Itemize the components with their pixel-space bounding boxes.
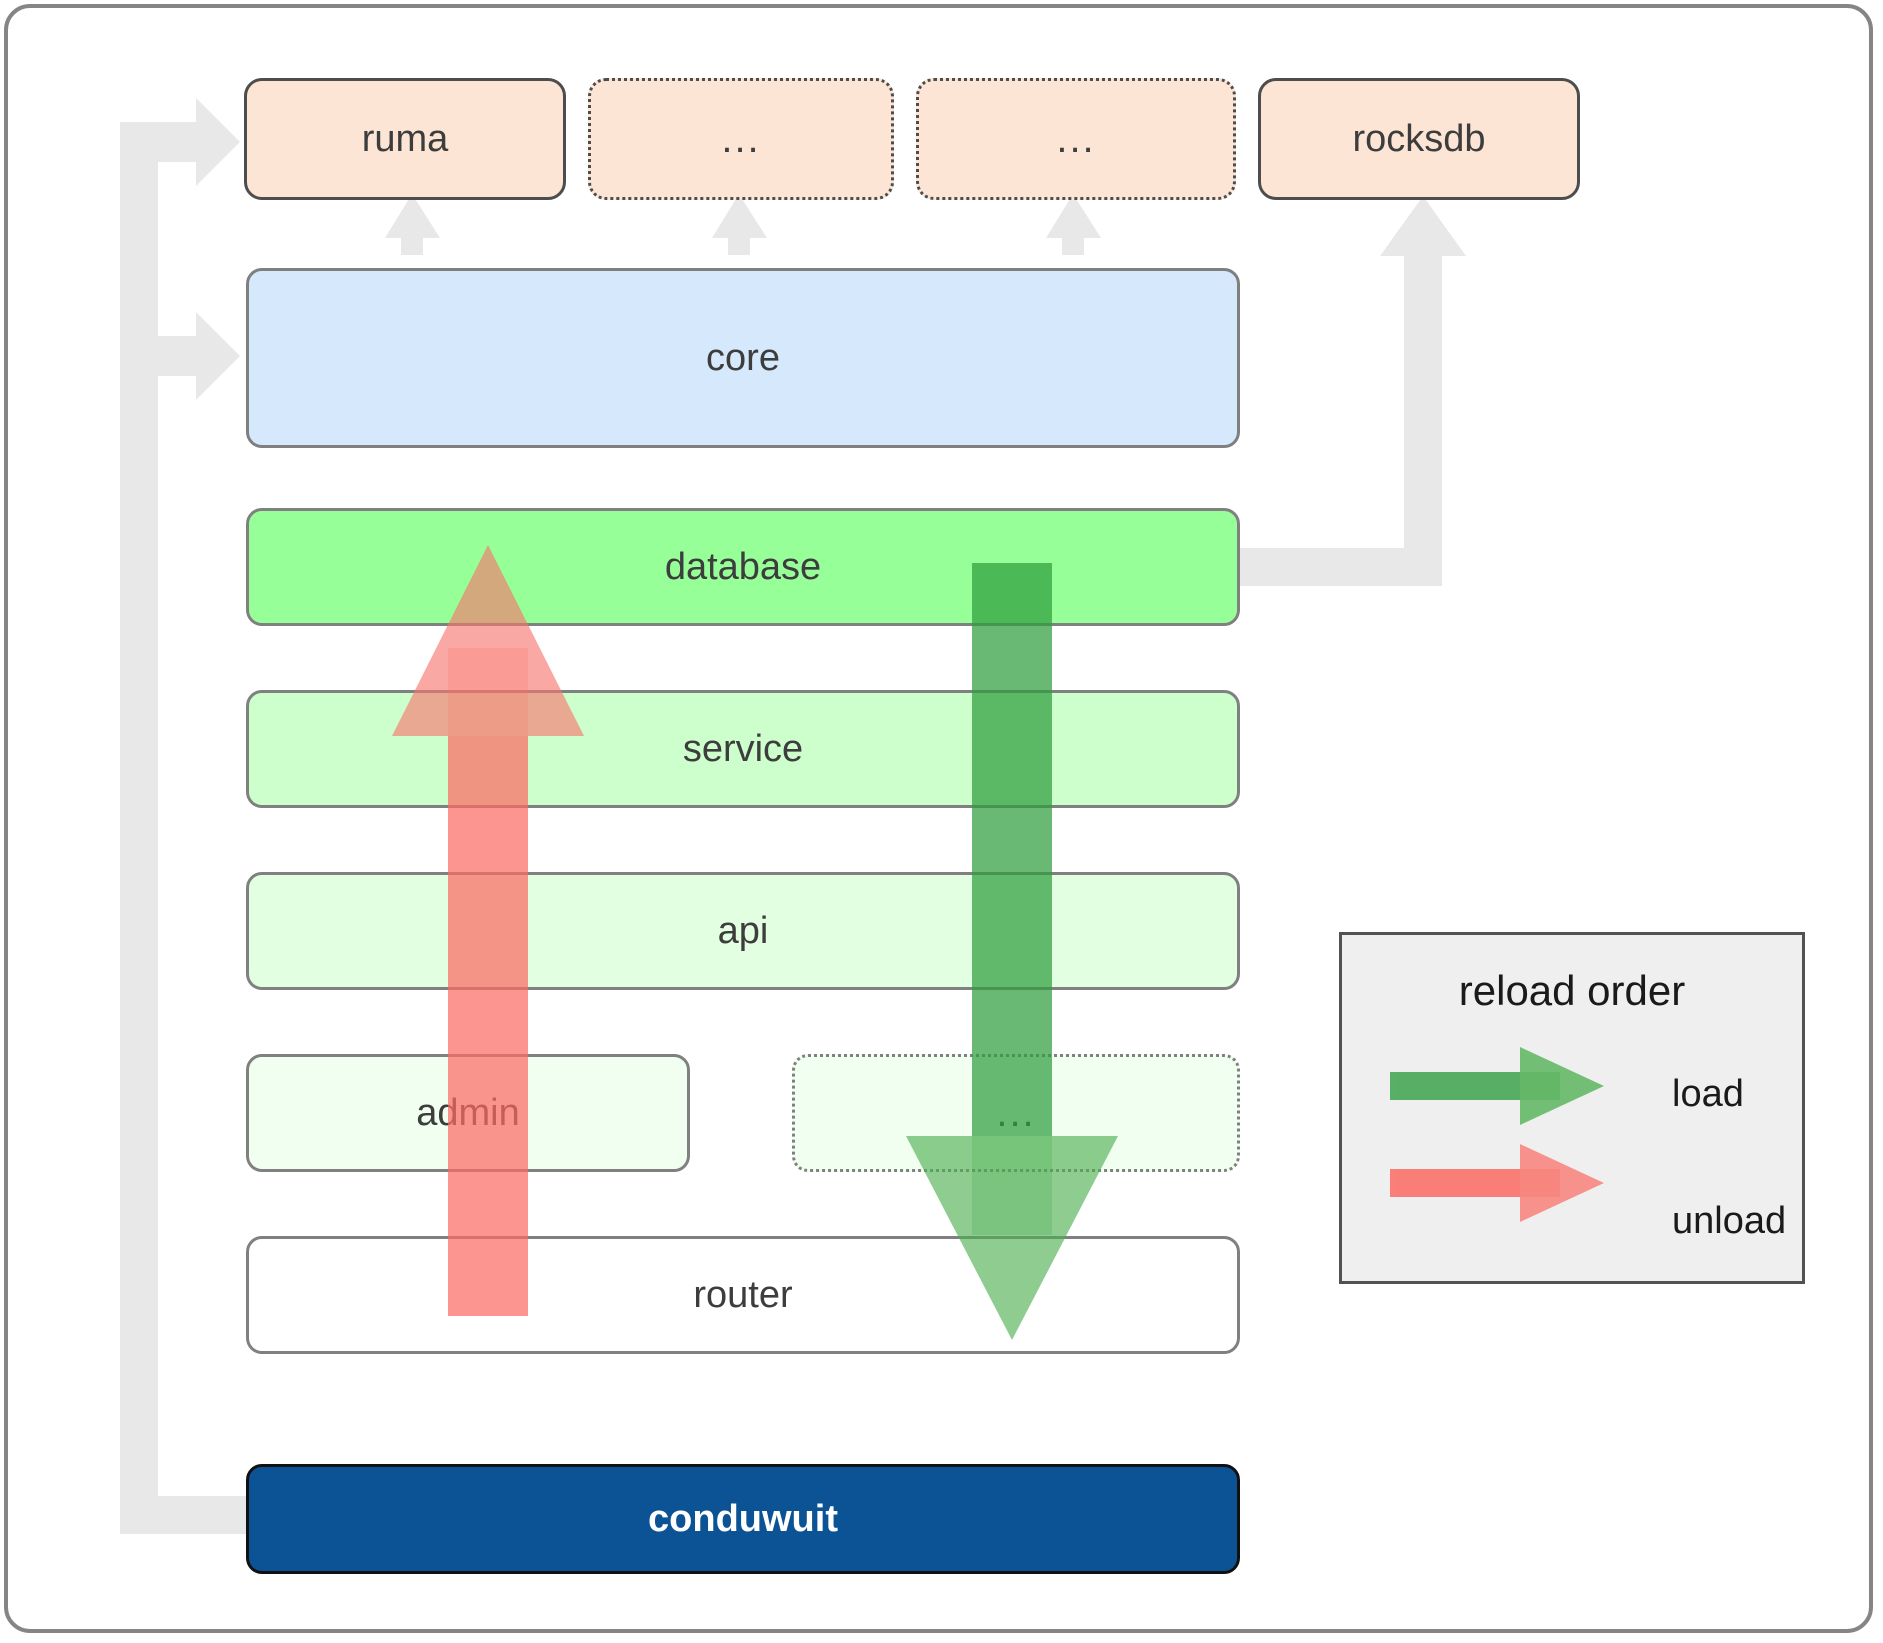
- dependency-box-ellipsis-2[interactable]: ...: [916, 78, 1236, 200]
- brand-label: conduwuit: [648, 1497, 838, 1540]
- dependency-label: ...: [721, 117, 761, 161]
- layer-box-admin[interactable]: admin: [246, 1054, 690, 1172]
- legend-load-arrow-icon: [1390, 1047, 1604, 1125]
- dependency-box-rocksdb[interactable]: rocksdb: [1258, 78, 1580, 200]
- layer-box-ellipsis[interactable]: ...: [792, 1054, 1240, 1172]
- layer-label: database: [664, 545, 822, 588]
- legend-label-unload: unload: [1672, 1200, 1787, 1242]
- dependency-box-ellipsis-1[interactable]: ...: [588, 78, 894, 200]
- layer-label: api: [717, 909, 769, 952]
- layer-label: ...: [996, 1091, 1036, 1135]
- legend-unload-arrow-icon: [1390, 1144, 1604, 1222]
- legend-arrow-layer: [1390, 1047, 1604, 1222]
- layer-label: router: [693, 1273, 793, 1316]
- layer-label: admin: [416, 1091, 520, 1134]
- layer-box-database[interactable]: database: [246, 508, 1240, 626]
- brand-box-conduwuit[interactable]: conduwuit: [246, 1464, 1240, 1574]
- core-label: core: [706, 336, 780, 379]
- layer-box-router[interactable]: router: [246, 1236, 1240, 1354]
- dependency-label: ...: [1056, 117, 1096, 161]
- layer-label: service: [682, 727, 804, 770]
- dependency-label: ruma: [361, 117, 449, 160]
- dependency-label: rocksdb: [1352, 117, 1486, 160]
- layer-box-api[interactable]: api: [246, 872, 1240, 990]
- legend-panel: reload order load unload: [1339, 932, 1805, 1284]
- legend-label-load: load: [1672, 1073, 1744, 1115]
- diagram-frame: [4, 4, 1873, 1633]
- legend-title: reload order: [1458, 967, 1686, 1014]
- dependency-box-ruma[interactable]: ruma: [244, 78, 566, 200]
- core-box[interactable]: core: [246, 268, 1240, 448]
- layer-box-service[interactable]: service: [246, 690, 1240, 808]
